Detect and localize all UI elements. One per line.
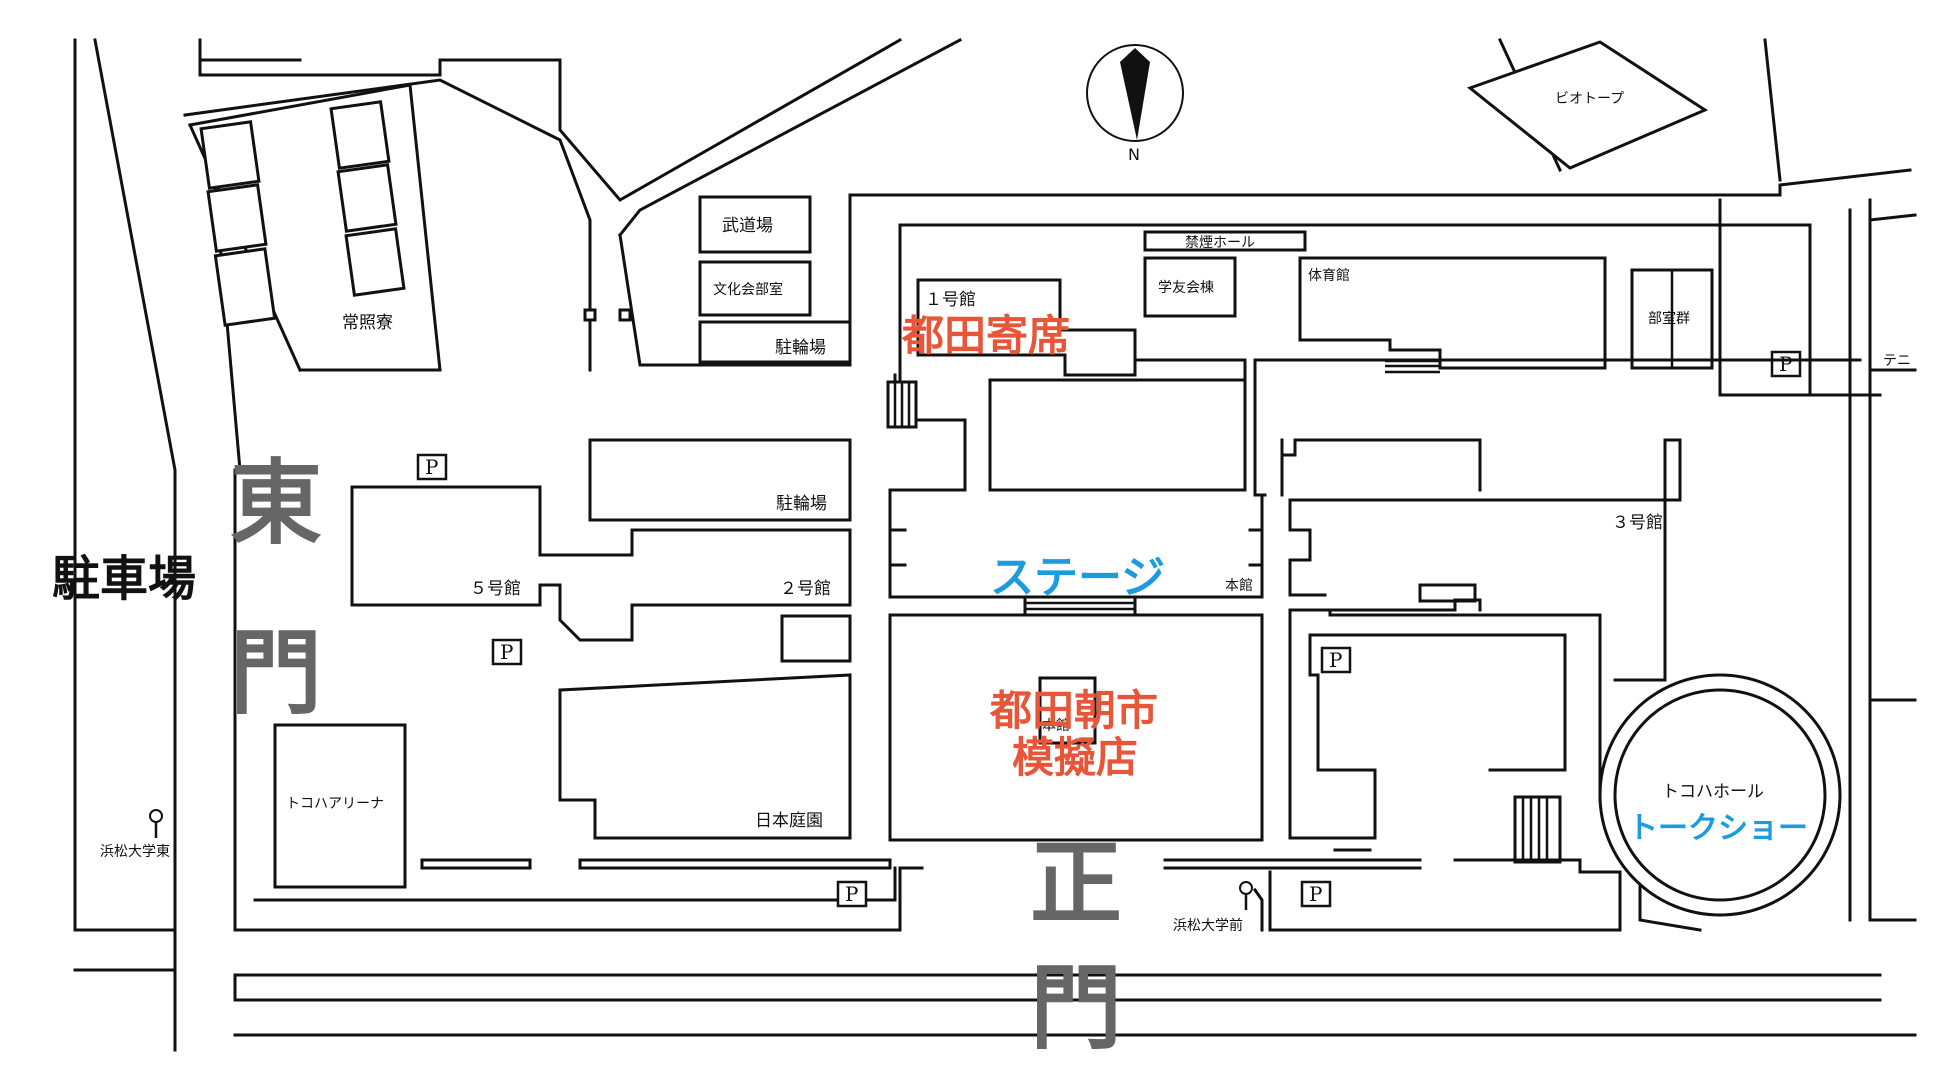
road-lines	[73, 37, 1917, 1052]
parking-sign-s1: P	[845, 882, 858, 906]
joshoryo-label: 常照寮	[342, 313, 393, 333]
biotope-label: ビオトープ	[1555, 91, 1624, 107]
central-top: 禁煙ホール 学友会棟 体育館 部室群 P １号館	[886, 223, 1862, 497]
toko-arena-label: トコハアリーナ	[286, 796, 384, 812]
stairs-east	[1513, 795, 1562, 864]
toko-hall-label: トコハホール	[1662, 782, 1764, 802]
parking-sign-w2: P	[500, 640, 513, 664]
gakuyu-label: 学友会棟	[1158, 280, 1214, 296]
ichigokan-label: １号館	[925, 290, 976, 310]
compass-icon: N	[1086, 44, 1184, 164]
kinen-hall-label: 禁煙ホール	[1185, 235, 1255, 251]
asaichi-label-1: 都田朝市	[989, 686, 1158, 735]
parking-sign-w1: P	[425, 455, 438, 479]
upper-buildings: 武道場 文化会部室 駐輪場	[698, 195, 852, 364]
honkan-label: 本館	[1225, 577, 1253, 594]
chorin-north-label: 駐輪場	[775, 338, 826, 358]
bushitsu-label: 部室群	[1648, 310, 1690, 327]
teien-label: 日本庭園	[755, 811, 823, 831]
bunkakai-label: 文化会部室	[713, 281, 783, 298]
nigokan-label: ２号館	[780, 579, 831, 599]
parking-area-label: 駐車場	[52, 551, 196, 607]
parking-sign-ne: P	[1779, 352, 1792, 376]
compass-label: N	[1128, 145, 1140, 164]
tsuda-yose-label: 都田寄席	[901, 311, 1070, 360]
west-buildings: 駐輪場 ５号館 ２号館 P P 日本庭園 トコハアリーナ P	[233, 438, 924, 932]
east-gate-label-1: 東	[230, 450, 322, 557]
taiikukan-label: 体育館	[1308, 267, 1350, 284]
talkshow-label: トークショー	[1628, 811, 1808, 846]
east-buildings: ３号館 P P	[1163, 438, 1702, 932]
toko-hall: トコハホール	[1598, 673, 1842, 917]
budojo-label: 武道場	[722, 216, 773, 236]
bus-front-label: 浜松大学前	[1173, 917, 1243, 934]
bus-stop-front-icon	[1239, 881, 1253, 910]
gogokan-label: ５号館	[470, 579, 521, 599]
sangokan-label: ３号館	[1612, 513, 1663, 533]
stairs-north	[1385, 359, 1440, 374]
bus-east-label: 浜松大学東	[100, 844, 170, 860]
honkan-area: 本館 本館	[888, 488, 1264, 842]
bus-stop-east-icon	[149, 809, 163, 838]
stairs-west	[886, 380, 918, 429]
asaichi-label-2: 模擬店	[1012, 733, 1138, 782]
honkan-inner-label: 本館	[1042, 717, 1070, 734]
chorin-mid-label: 駐輪場	[776, 494, 827, 514]
dorm-area: 常照寮	[188, 83, 632, 372]
east-gate-label-2: 門	[230, 620, 322, 727]
biotope: ビオトープ	[1466, 40, 1709, 170]
stage-label: ステージ	[990, 552, 1165, 603]
parking-sign-e2: P	[1309, 882, 1322, 906]
tennis-label: テニ	[1883, 353, 1911, 369]
parking-sign-e1: P	[1329, 648, 1342, 672]
stage-stairs	[1023, 595, 1137, 619]
main-gate-label-1: 正	[1030, 830, 1122, 937]
main-gate-label-2: 門	[1030, 955, 1122, 1062]
